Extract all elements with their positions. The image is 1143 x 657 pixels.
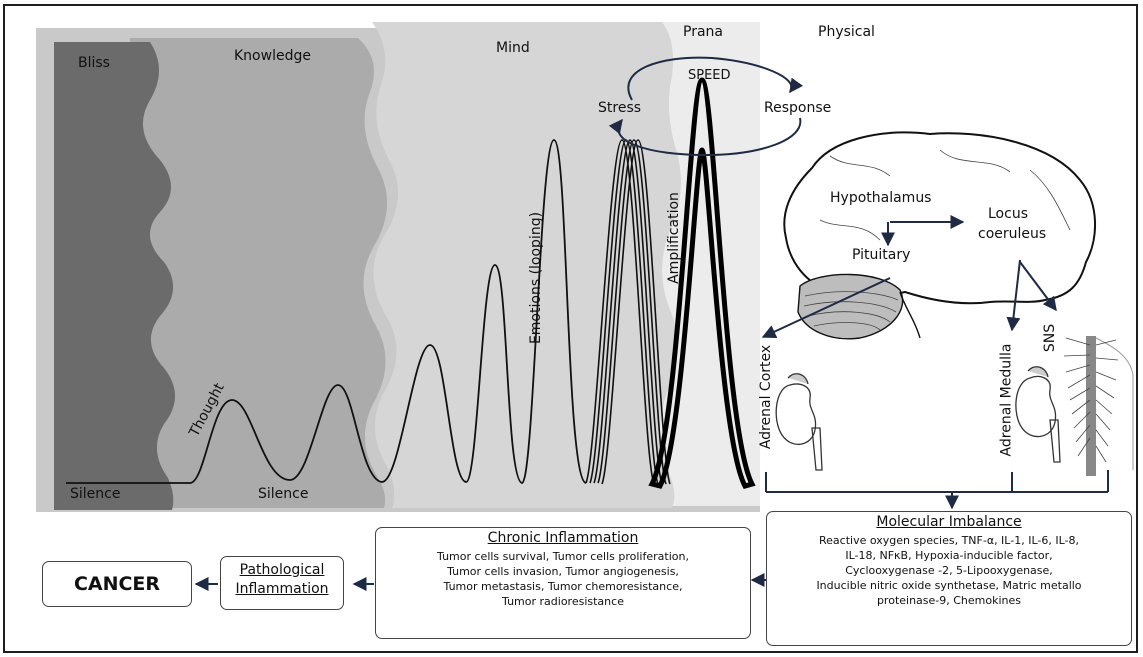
zone-label-physical: Physical: [818, 24, 875, 40]
zone-label-prana: Prana: [683, 24, 723, 40]
coeruleus-label: coeruleus: [978, 226, 1046, 242]
pathological-inflammation-box: Pathological Inflammation: [220, 556, 344, 610]
adrenal-cortex-label: Adrenal Cortex: [758, 345, 774, 449]
chronic-line: Tumor metastasis, Tumor chemoresistance,: [376, 579, 750, 594]
amplification-label: Amplification: [666, 192, 682, 284]
speed-label: SPEED: [688, 68, 731, 83]
molecular-imbalance-text: Reactive oxygen species, TNF-α, IL-1, IL…: [767, 533, 1131, 608]
zone-label-mind: Mind: [496, 40, 530, 56]
silence-label-left: Silence: [70, 486, 120, 502]
pathological-line-2: Inflammation: [221, 580, 343, 599]
molecular-line: IL-18, NFκB, Hypoxia-inducible factor,: [767, 548, 1131, 563]
emotions-label: Emotions (looping): [528, 212, 544, 344]
locus-label: Locus: [988, 206, 1028, 222]
sns-label: SNS: [1042, 324, 1058, 352]
molecular-line: proteinase-9, Chemokines: [767, 593, 1131, 608]
stress-label: Stress: [598, 100, 641, 116]
mind-zone: [372, 22, 681, 508]
brain-illustration: [784, 132, 1095, 338]
hypothalamus-label: Hypothalamus: [830, 190, 931, 206]
pathological-line-1: Pathological: [221, 561, 343, 580]
chronic-inflammation-text: Tumor cells survival, Tumor cells prolif…: [376, 549, 750, 609]
chronic-inflammation-box: Chronic Inflammation Tumor cells surviva…: [375, 527, 751, 639]
molecular-line: Cyclooxygenase -2, 5-Lipooxygenase,: [767, 563, 1131, 578]
kidney-left-icon: [776, 374, 822, 470]
adrenal-medulla-label: Adrenal Medulla: [998, 344, 1014, 457]
zone-label-bliss: Bliss: [78, 55, 110, 71]
spine-illustration: [1064, 336, 1133, 476]
cancer-box: CANCER: [42, 561, 192, 607]
molecular-imbalance-box: Molecular Imbalance Reactive oxygen spec…: [766, 511, 1132, 646]
merge-bracket: [766, 470, 1108, 508]
kidney-right-icon: [1016, 367, 1060, 462]
molecular-line: Reactive oxygen species, TNF-α, IL-1, IL…: [767, 533, 1131, 548]
chronic-line: Tumor cells invasion, Tumor angiogenesis…: [376, 564, 750, 579]
chronic-line: Tumor radioresistance: [376, 594, 750, 609]
silence-label-mid: Silence: [258, 486, 308, 502]
chronic-inflammation-title: Chronic Inflammation: [376, 530, 750, 546]
response-label: Response: [764, 100, 831, 116]
pituitary-label: Pituitary: [852, 247, 910, 263]
zone-label-knowledge: Knowledge: [234, 48, 311, 64]
molecular-imbalance-title: Molecular Imbalance: [767, 514, 1131, 530]
chronic-line: Tumor cells survival, Tumor cells prolif…: [376, 549, 750, 564]
molecular-line: Inducible nitric oxide synthetase, Matri…: [767, 578, 1131, 593]
